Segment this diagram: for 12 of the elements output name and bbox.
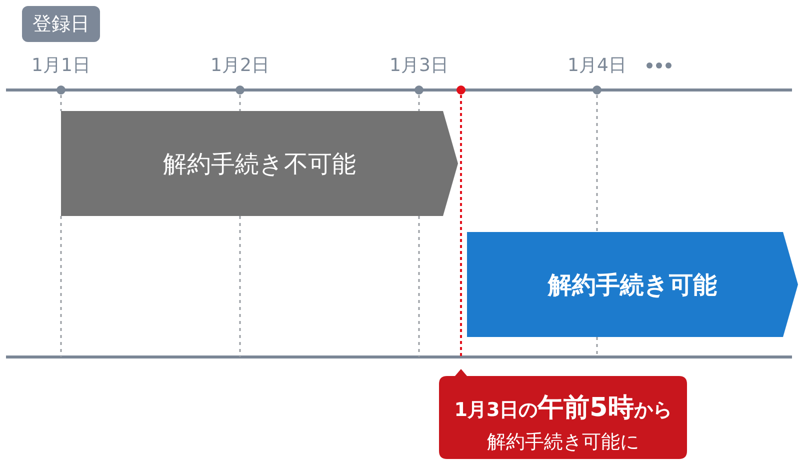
period-banner <box>467 232 798 337</box>
date-label: 1月2日 <box>210 55 270 77</box>
period-label: 解約手続き可能 <box>548 270 717 300</box>
date-tag: 登録日 <box>22 6 100 42</box>
callout-bubble <box>439 369 687 459</box>
date-label: 1月3日 <box>390 55 448 77</box>
callout-text: 1月3日の午前5時から <box>454 392 672 425</box>
period-label: 解約手続き不可能 <box>163 148 356 178</box>
date-label: 1月4日 <box>568 55 626 77</box>
callout-text: 解約手続き可能に <box>487 430 639 455</box>
date-label: 1月1日 <box>32 55 90 77</box>
period-banner <box>61 111 458 216</box>
